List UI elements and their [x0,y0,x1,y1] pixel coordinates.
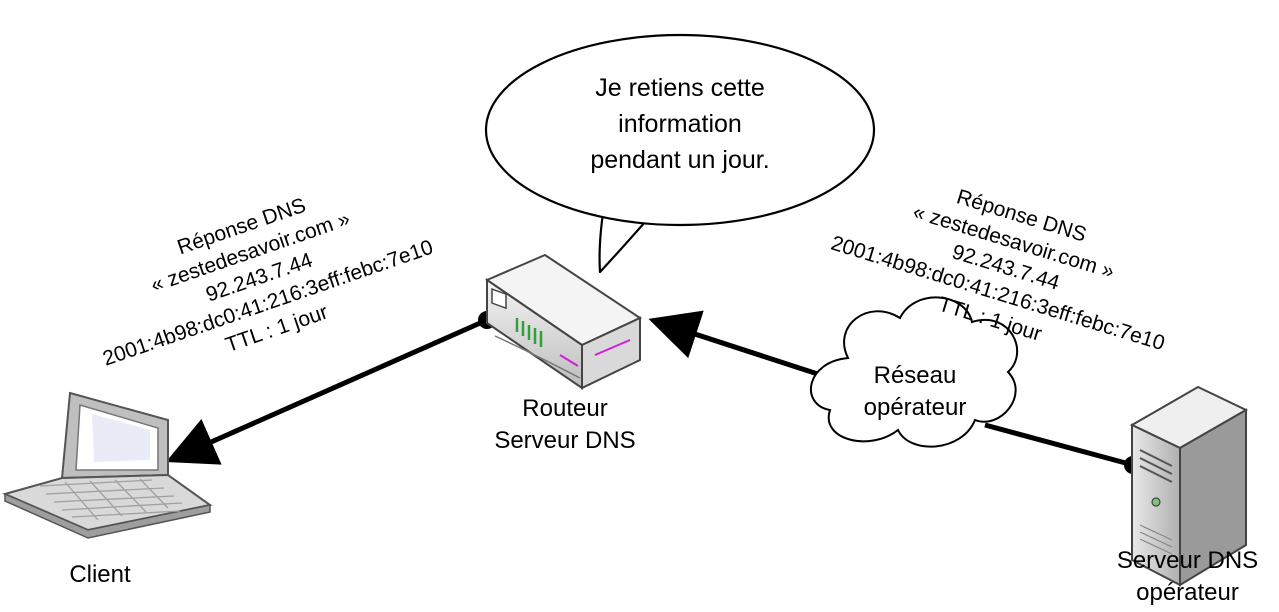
speech-line-2: information [618,110,742,138]
client-label-text: Client [69,561,131,588]
cloud-label-line-2: opérateur [863,394,967,421]
client-label: Client [40,560,160,590]
router-icon [484,253,643,390]
router-label: Routeur Serveur DNS [470,393,660,457]
server-tower-icon [1129,385,1249,587]
router-label-line-1: Routeur [522,395,608,422]
cloud-label: Réseau opérateur [830,360,1000,424]
speech-line-3: pendant un jour. [590,146,770,174]
cloud-icon [810,296,1019,448]
laptop-icon [2,391,213,539]
speech-bubble [484,33,876,274]
line-cloud-to-server [984,422,1142,474]
server-label-line-1: Serveur DNS [1116,547,1259,574]
arrow-cloud-to-router [648,310,831,381]
cloud-label-line-1: Réseau [873,362,957,389]
speech-line-1: Je retiens cette [595,74,765,102]
server-label-line-2: opérateur [1136,579,1239,606]
router-label-line-2: Serveur DNS [494,427,636,454]
server-label: Serveur DNS opérateur [1100,545,1275,609]
speech-bubble-text: Je retiens cette information pendant un … [560,70,800,178]
